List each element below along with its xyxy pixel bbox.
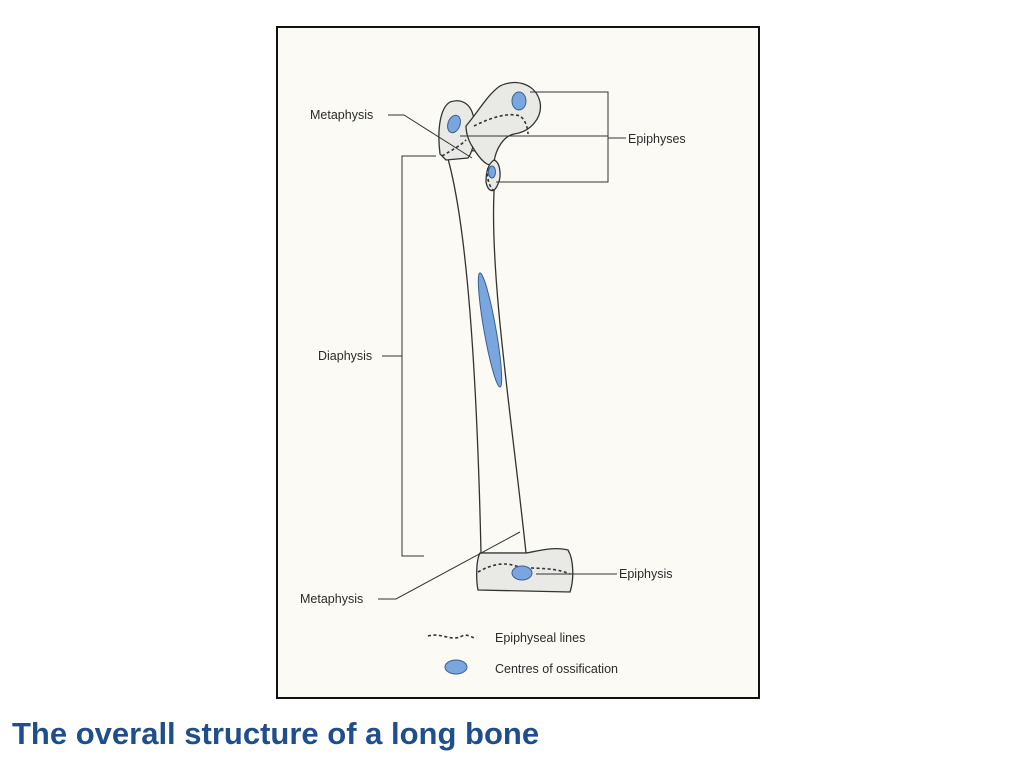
ossification-centre-shaft	[477, 272, 503, 388]
label-metaphysis-top: Metaphysis	[310, 108, 373, 122]
ossification-centre-lesser	[488, 165, 496, 179]
femoral-head	[465, 81, 542, 166]
bracket-epiphyses	[460, 91, 626, 183]
label-epiphyses: Epiphyses	[628, 132, 686, 146]
bracket-diaphysis	[382, 155, 436, 557]
ossification-centre-distal	[511, 565, 533, 581]
label-diaphysis: Diaphysis	[318, 349, 372, 363]
legend-epiphyseal-lines: Epiphyseal lines	[495, 631, 585, 645]
bone-shaft	[445, 149, 527, 554]
leader-metaphysis-top	[388, 114, 473, 159]
legend-ossification-icon	[444, 659, 468, 675]
epiphyseal-line-trochanter	[441, 139, 467, 157]
ossification-centre-head	[511, 91, 527, 111]
label-metaphysis-bottom: Metaphysis	[300, 592, 363, 606]
epiphyseal-line-head	[473, 113, 529, 135]
leader-metaphysis-bottom	[378, 531, 521, 600]
legend-centres-of-ossification: Centres of ossification	[495, 662, 618, 676]
label-epiphysis: Epiphysis	[619, 567, 673, 581]
epiphyseal-line-distal	[477, 563, 571, 575]
legend-epiphyseal-line-icon	[427, 634, 475, 639]
slide-title: The overall structure of a long bone	[12, 716, 540, 751]
epiphyseal-line-lesser	[486, 167, 497, 193]
ossification-centre-trochanter	[447, 114, 461, 134]
